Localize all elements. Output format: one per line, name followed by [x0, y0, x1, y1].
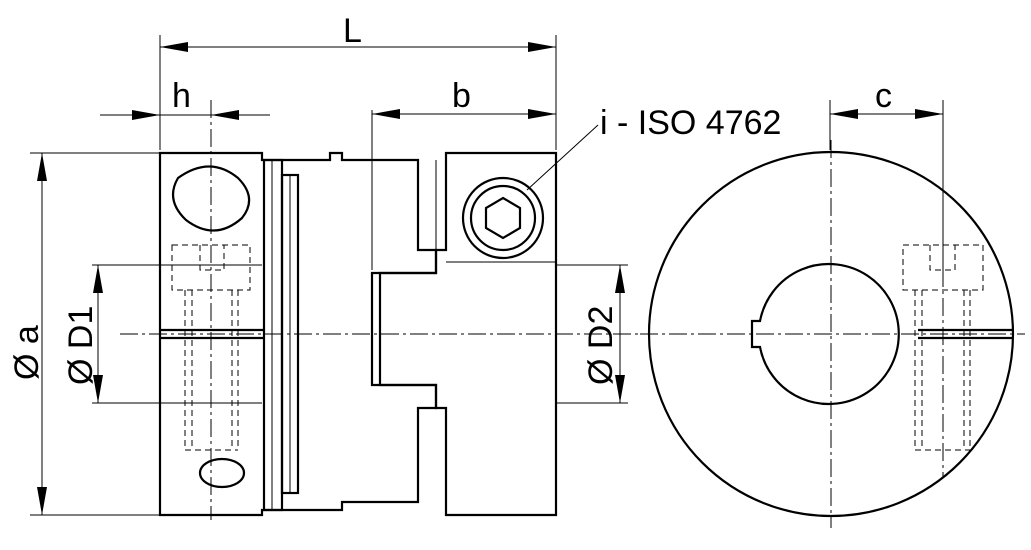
callout-leader [526, 124, 599, 191]
dim-label-hub-offset: h [172, 77, 191, 115]
screw-access-hole [171, 165, 251, 232]
h-arrow-left [132, 110, 160, 120]
d1-arrow-top [93, 265, 103, 293]
l-arrow-right [528, 42, 556, 52]
dim-label-outer-diameter: Ø a [8, 325, 46, 380]
b-arrow-left [372, 109, 400, 119]
screw-head-outer [461, 176, 545, 260]
screw-head-inner [469, 184, 537, 252]
b-arrow-right [528, 109, 556, 119]
a-arrow-bottom [37, 487, 47, 515]
dim-label-hub-width: b [452, 77, 471, 115]
hex-socket-icon [484, 196, 522, 240]
c-arrow-left [830, 109, 858, 119]
left-screw-hidden [171, 244, 251, 451]
screw-callout: i - ISO 4762 [600, 104, 781, 142]
d2-arrow-bottom [615, 375, 625, 403]
side-view [92, 100, 640, 520]
bore-with-keyway [750, 262, 900, 406]
lower-hole [198, 457, 246, 489]
c-arrow-right [915, 109, 943, 119]
dim-label-length: L [343, 12, 362, 50]
end-view [640, 140, 1025, 528]
d2-arrow-top [615, 265, 625, 293]
spider-jaw [371, 160, 437, 502]
dim-label-bore-2: Ø D2 [582, 306, 620, 385]
dim-label-bore-1: Ø D1 [62, 306, 100, 385]
l-arrow-left [160, 42, 188, 52]
dimensions: L h b Ø a Ø D1 Ø D2 i - ISO 4762 [8, 12, 944, 516]
d1-arrow-bottom [93, 375, 103, 403]
end-screw-hidden [902, 244, 984, 451]
h-arrow-right [211, 110, 239, 120]
spacer-disk-outer [262, 158, 284, 512]
a-arrow-top [37, 153, 47, 181]
dim-label-screw-offset: c [875, 77, 892, 115]
